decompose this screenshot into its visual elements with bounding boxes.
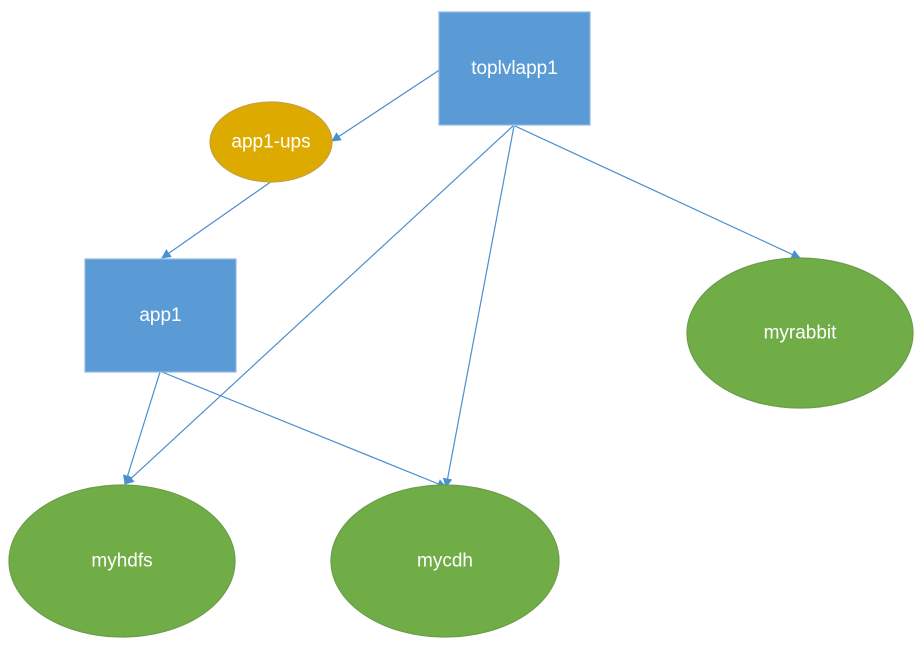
- edge-toplvlapp1-to-app1-ups: [331, 68, 442, 142]
- node-myhdfs: myhdfs: [8, 484, 236, 638]
- node-app1-ups-shape: [209, 101, 333, 183]
- node-myrabbit-label: myrabbit: [764, 323, 838, 344]
- node-myhdfs-shape: [8, 484, 236, 638]
- node-app1-ups: app1-ups: [209, 101, 333, 183]
- node-app1: app1: [84, 258, 237, 373]
- node-mycdh: mycdh: [330, 484, 560, 638]
- node-myrabbit-shape: [686, 257, 914, 409]
- node-app1-shape: [84, 258, 237, 373]
- edge-toplvlapp1-to-myhdfs: [124, 125, 514, 485]
- edge-app1-to-myhdfs: [122, 371, 161, 485]
- edge-toplvlapp1-to-mycdh: [442, 125, 515, 488]
- node-app1-ups-label: app1-ups: [231, 132, 310, 153]
- node-mycdh-shape: [330, 484, 560, 638]
- node-myrabbit: myrabbit: [686, 257, 914, 409]
- node-toplvlapp1: toplvlapp1: [438, 11, 591, 126]
- edge-app1-ups-to-app1: [161, 180, 273, 259]
- edge-app1-to-mycdh: [161, 371, 447, 489]
- node-mycdh-label: mycdh: [417, 551, 473, 572]
- node-toplvlapp1-shape: [438, 11, 591, 126]
- node-myhdfs-label: myhdfs: [91, 551, 152, 572]
- node-toplvlapp1-label: toplvlapp1: [471, 58, 558, 79]
- edges: [122, 68, 801, 489]
- edge-toplvlapp1-to-myrabbit: [514, 125, 801, 259]
- node-app1-label: app1: [139, 305, 181, 326]
